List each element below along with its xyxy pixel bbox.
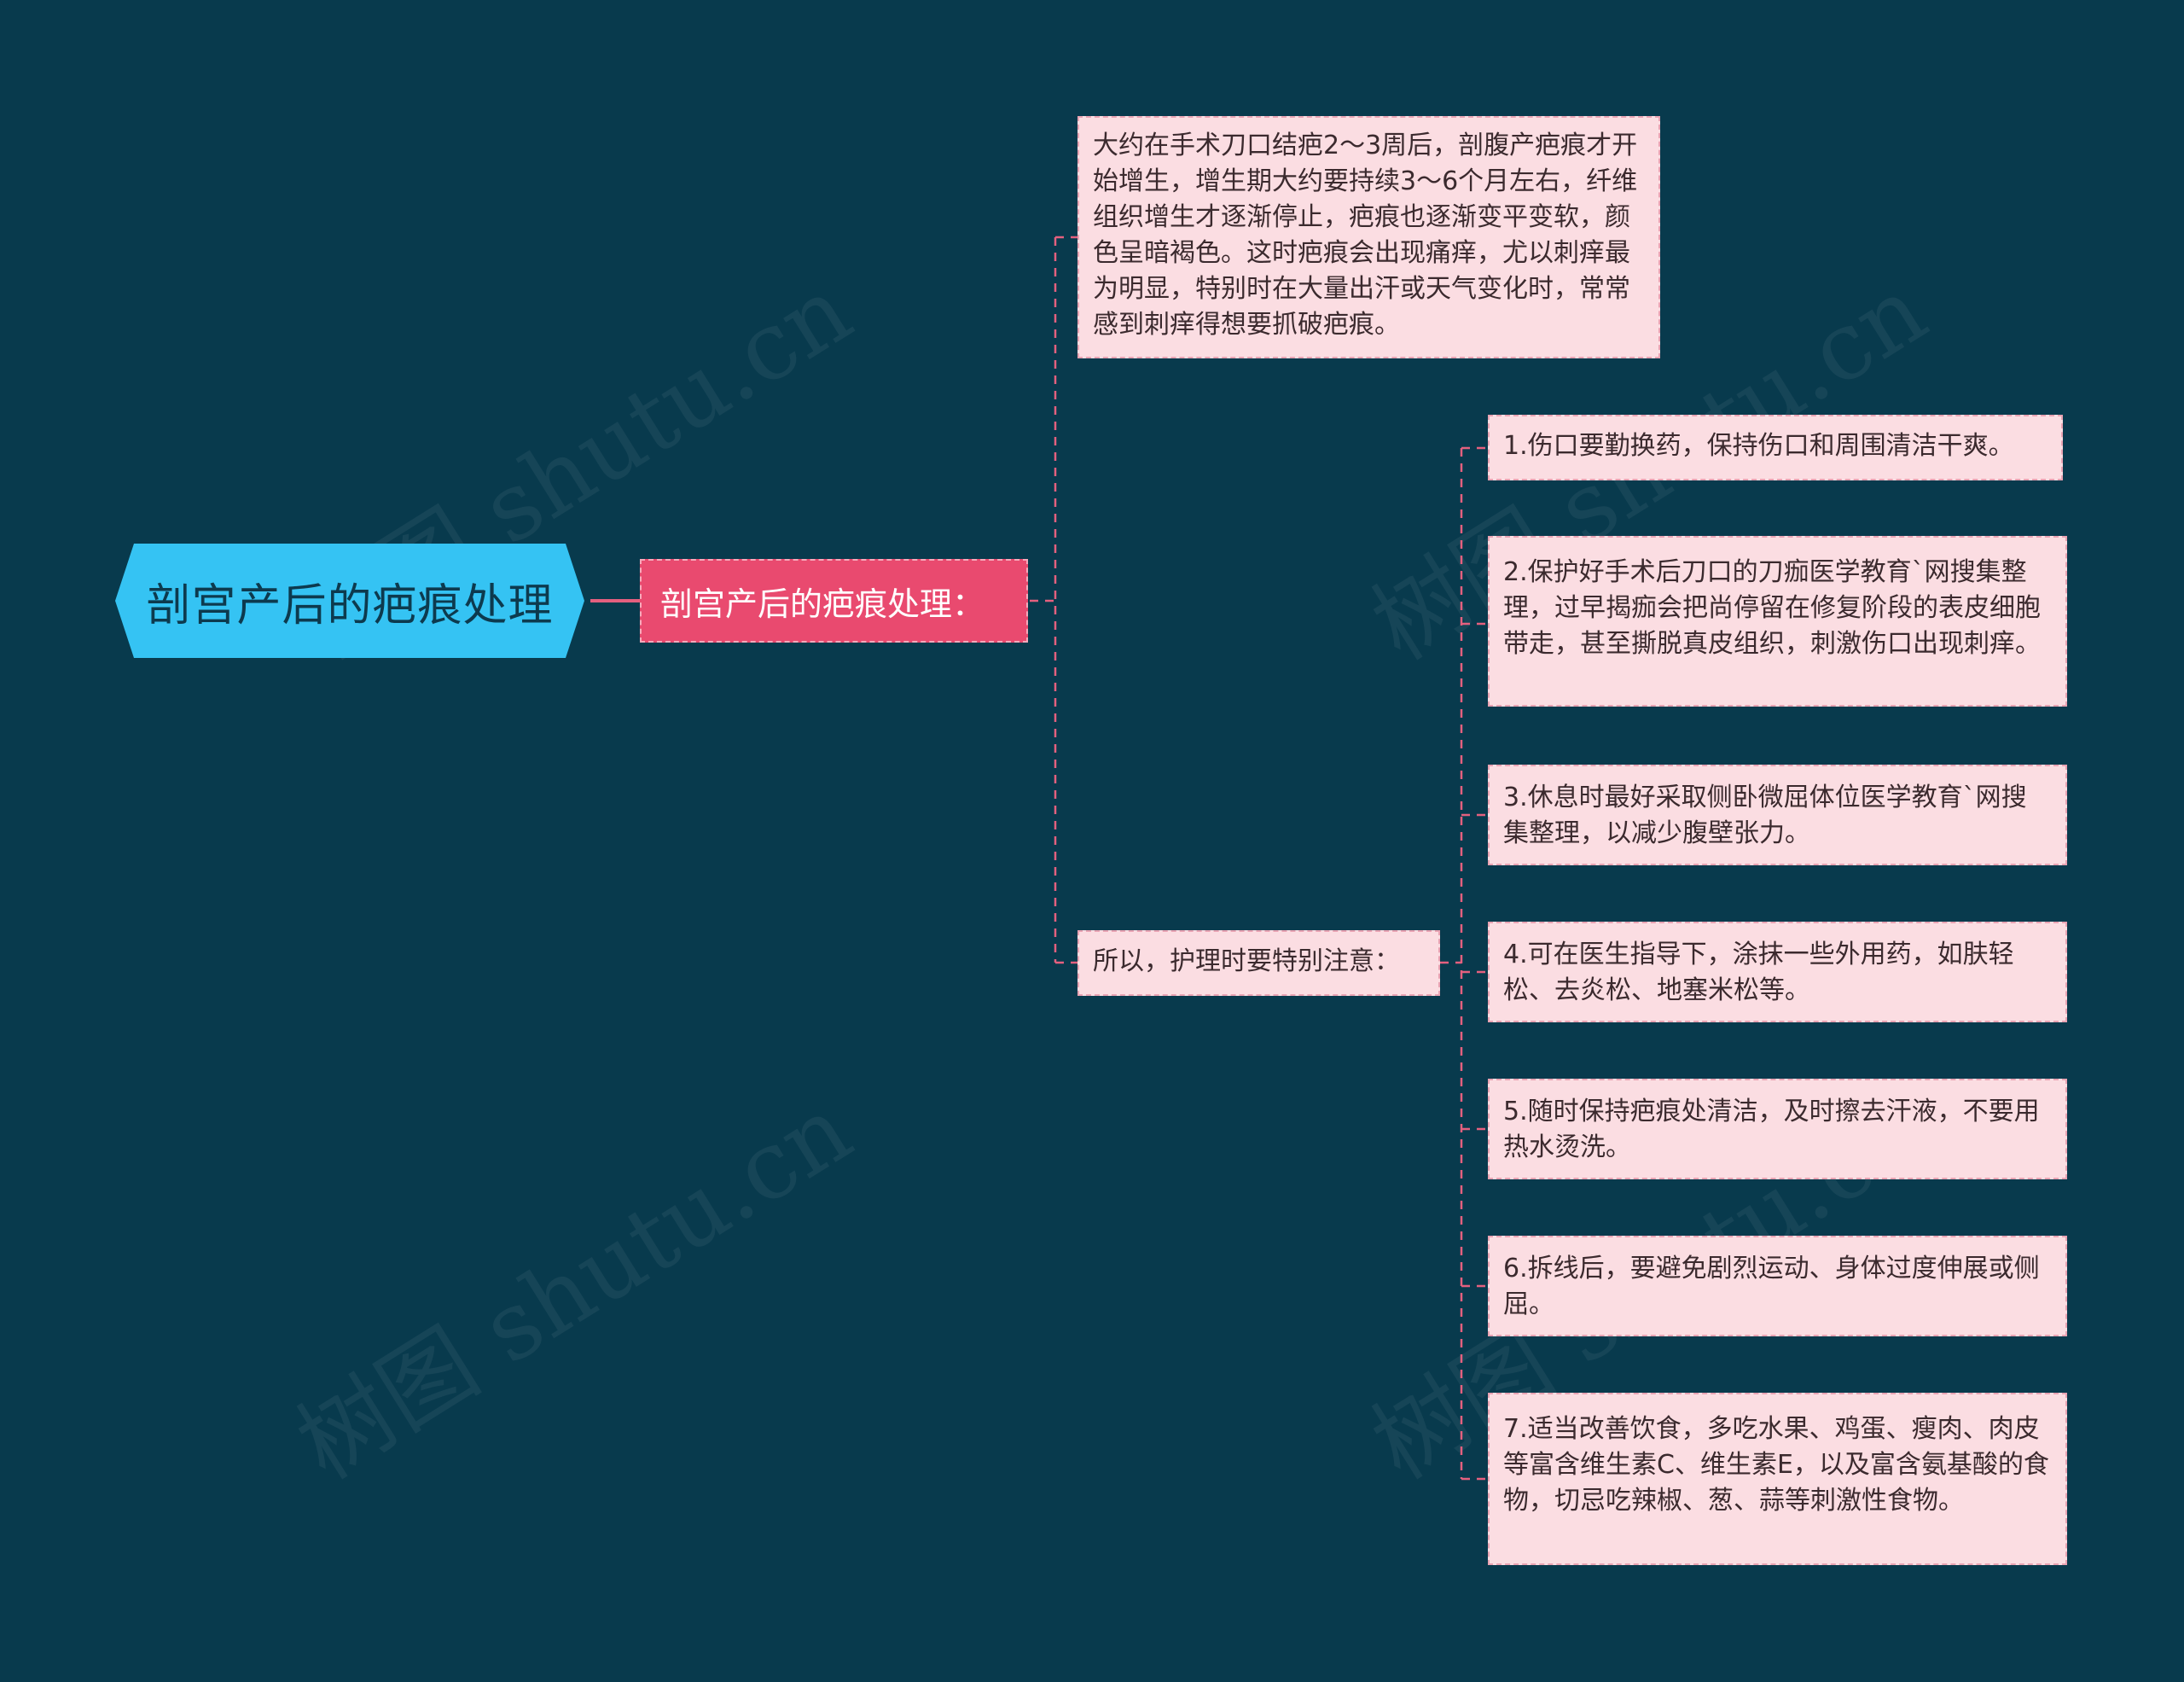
topic-scar-description[interactable]: 大约在手术刀口结疤2～3周后，剖腹产疤痕才开始增生，增生期大约要持续3～6个月左… [1077,116,1660,358]
connector-topic-b-spine [1440,448,1463,1479]
care-item-7[interactable]: 7.适当改善饮食，多吃水果、鸡蛋、瘦肉、肉皮等富含维生素C、维生素E，以及富含氨… [1488,1393,2067,1565]
care-item-6[interactable]: 6.拆线后，要避免剧烈运动、身体过度伸展或侧屈。 [1488,1236,2067,1336]
care-item-2[interactable]: 2.保护好手术后刀口的刀痂医学教育`网搜集整理，过早揭痂会把尚停留在修复阶段的表… [1488,536,2067,707]
topic-care-intro[interactable]: 所以，护理时要特别注意： [1077,930,1440,996]
care-item-3[interactable]: 3.休息时最好采取侧卧微屈体位医学教育`网搜集整理，以减少腹壁张力。 [1488,765,2067,865]
care-item-4[interactable]: 4.可在医生指导下，涂抹一些外用药，如肤轻松、去炎松、地塞米松等。 [1488,922,2067,1022]
care-item-5[interactable]: 5.随时保持疤痕处清洁，及时擦去汗液，不要用热水烫洗。 [1488,1079,2067,1179]
branch-node-label: 剖宫产后的疤痕处理： [660,585,985,623]
root-node-label: 剖宫产后的疤痕处理 [146,579,554,631]
root-node[interactable]: 剖宫产后的疤痕处理 [115,544,584,658]
connector-branch-spine [1030,237,1057,963]
branch-node[interactable]: 剖宫产后的疤痕处理： [640,559,1028,643]
care-item-1[interactable]: 1.伤口要勤换药，保持伤口和周围清洁干爽。 [1488,415,2063,480]
